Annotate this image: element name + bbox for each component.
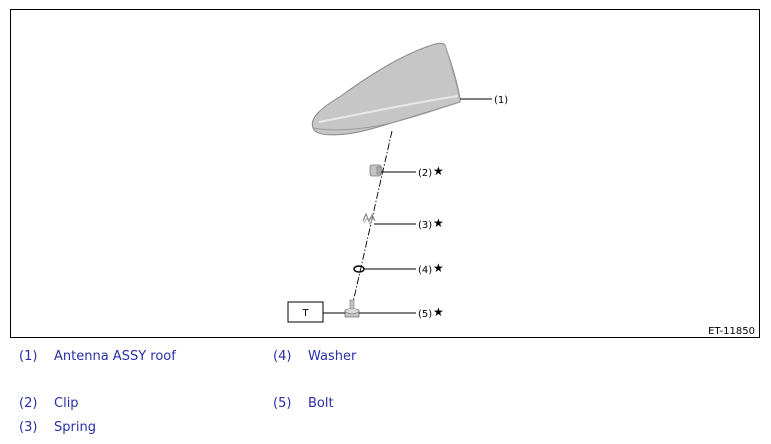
bolt-part xyxy=(344,299,360,318)
callout-label-3: (3) xyxy=(418,220,432,231)
antenna-assy-roof-part xyxy=(311,42,461,136)
figure-id: ET-11850 xyxy=(708,326,755,337)
legend-name: Bolt xyxy=(308,396,334,411)
torque-symbol-box xyxy=(287,301,324,323)
callout-label-4: (4) xyxy=(418,265,432,276)
legend-num: (4) xyxy=(273,349,292,364)
legend-name: Clip xyxy=(54,396,79,411)
legend-num: (2) xyxy=(19,396,38,411)
callout-label-1: (1) xyxy=(494,95,508,106)
callout-star-5: ★ xyxy=(433,305,444,319)
callout-star-4: ★ xyxy=(433,261,444,275)
legend-name: Spring xyxy=(54,420,96,435)
washer-part xyxy=(353,265,365,273)
callout-star-3: ★ xyxy=(433,216,444,230)
legend-num: (1) xyxy=(19,349,38,364)
legend-num: (5) xyxy=(273,396,292,411)
legend-name: Washer xyxy=(308,349,357,364)
legend-num: (3) xyxy=(19,420,38,435)
legend-name: Antenna ASSY roof xyxy=(54,349,176,364)
clip-part xyxy=(369,164,383,177)
torque-symbol: T xyxy=(301,308,309,319)
callout-star-2: ★ xyxy=(433,164,444,178)
diagram-canvas: T (1) (2) ★ (3) ★ (4) ★ (5) ★ ET-11850 xyxy=(287,42,755,337)
callout-label-5: (5) xyxy=(418,309,432,320)
callout-label-2: (2) xyxy=(418,168,432,179)
exploded-view-diagram: T (1) (2) ★ (3) ★ (4) ★ (5) ★ ET-11850 xyxy=(10,9,760,338)
spring-part xyxy=(362,212,376,226)
